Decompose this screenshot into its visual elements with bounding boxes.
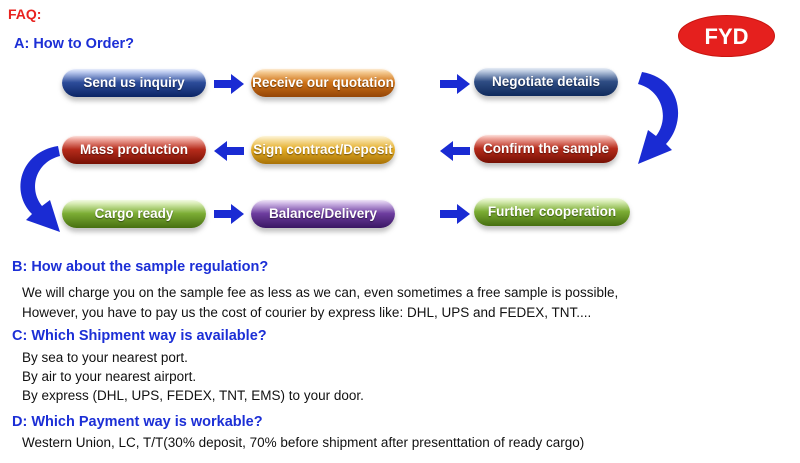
section-b-line: We will charge you on the sample fee as … [22,285,619,300]
step-send-inquiry: Send us inquiry [62,68,206,97]
step-mass-production: Mass production [62,135,206,164]
arrow-right-icon [440,74,470,94]
arrow-right-icon [214,204,244,224]
section-c-heading: C: Which Shipment way is available? [12,328,267,344]
step-balance-delivery: Balance/Delivery [251,199,395,228]
faq-label: FAQ: [8,6,42,22]
step-receive-quotation: Receive our quotation [251,68,395,97]
logo-text: FYD [705,24,749,49]
step-cargo-ready: Cargo ready [62,199,206,228]
arrow-right-icon [214,74,244,94]
curved-arrow-down-icon [628,68,690,176]
step-further-cooperation: Further cooperation [474,197,630,226]
section-d-heading: D: Which Payment way is workable? [12,414,263,430]
section-b-heading: B: How about the sample regulation? [12,259,269,275]
step-negotiate-details: Negotiate details [474,67,618,96]
step-sign-contract: Sign contract/Deposit [251,135,395,164]
curved-arrow-down-icon [8,142,70,242]
section-d-line: Western Union, LC, T/T(30% deposit, 70% … [22,435,585,450]
arrow-left-icon [214,141,244,161]
arrow-right-icon [440,204,470,224]
section-c-line: By air to your nearest airport. [22,369,197,384]
fyd-logo: FYD [677,14,776,58]
arrow-left-icon [440,141,470,161]
section-c-line: By sea to your nearest port. [22,350,188,365]
section-b-line: However, you have to pay us the cost of … [22,305,592,320]
section-c-line: By express (DHL, UPS, FEDEX, TNT, EMS) t… [22,388,364,403]
step-confirm-sample: Confirm the sample [474,134,618,163]
section-a-heading: A: How to Order? [14,36,135,52]
